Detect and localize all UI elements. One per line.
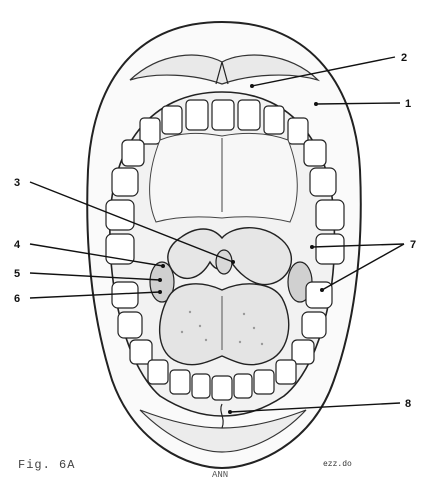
figure-caption: Fig. 6A (18, 458, 75, 472)
label-8: 8 (405, 398, 411, 410)
label-4: 4 (14, 239, 21, 251)
uvula (216, 250, 232, 274)
label-3: 3 (14, 177, 20, 189)
label-5: 5 (14, 268, 20, 280)
hard-palate (150, 133, 298, 222)
label-2: 2 (401, 52, 407, 64)
label-7: 7 (410, 239, 416, 251)
artist-signature: ezz.do (323, 460, 352, 469)
tongue (160, 284, 289, 365)
label-6: 6 (14, 293, 20, 305)
bottom-mark: ANN (212, 470, 228, 480)
label-1: 1 (405, 98, 411, 110)
